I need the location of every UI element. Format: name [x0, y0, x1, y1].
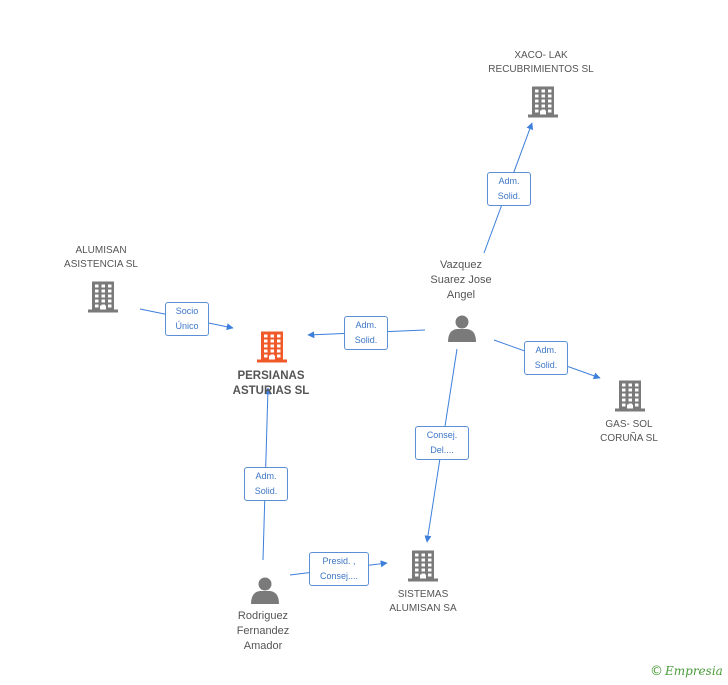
node-label-sistemas[interactable]: SISTEMAS ALUMISAN SA [389, 589, 457, 614]
edge-label-line: Adm. [355, 320, 377, 330]
edge-label-line: Presid. , [322, 556, 356, 566]
building-icon [257, 331, 287, 363]
edge-label-vazquez-to-sistemas[interactable]: Consej. Del.... [415, 426, 469, 460]
node-label-persianas[interactable]: PERSIANAS ASTURIAS SL [232, 370, 310, 397]
edge-label-line: Adm. [498, 176, 520, 186]
node-label-alumisan_asist[interactable]: ALUMISAN ASISTENCIA SL [64, 245, 138, 270]
edge-label-vazquez-to-gassol[interactable]: Adm. Solid. [524, 341, 568, 375]
node-label-vazquez[interactable]: Vazquez Suarez Jose Angel [430, 259, 492, 301]
building-icon [408, 550, 438, 582]
edge-label-line: Solid. [254, 486, 278, 496]
edge-label-line: Único [175, 321, 199, 331]
person-icon [448, 315, 476, 342]
edge-label-line: Consej. [426, 430, 458, 440]
node-label-gassol[interactable]: GAS- SOL CORUÑA SL [600, 419, 658, 444]
edge-label-line: Adm. [535, 345, 557, 355]
building-icon [528, 86, 558, 118]
edge-label-line: Solid. [534, 360, 558, 370]
edge-label-line: Solid. [497, 191, 521, 201]
edge-label-line: Consej.... [319, 571, 359, 581]
empresia-logo[interactable]: ©Empresia [650, 664, 723, 679]
copyright-symbol: © [650, 664, 663, 679]
edge-label-line: Solid. [354, 335, 378, 345]
building-icon [88, 281, 118, 313]
edge-label-line: Socio [175, 306, 199, 316]
building-icon [615, 380, 645, 412]
edge-label-vazquez-to-persianas[interactable]: Adm. Solid. [344, 316, 388, 350]
edge-label-vazquez-to-xaco[interactable]: Adm. Solid. [487, 172, 531, 206]
node-label-rodriguez[interactable]: Rodriguez Fernandez Amador [236, 610, 290, 652]
edge-label-line: Adm. [255, 471, 277, 481]
edge-label-rodriguez-to-sistemas[interactable]: Presid. , Consej.... [309, 552, 369, 586]
edge-label-rodriguez-to-persianas[interactable]: Adm. Solid. [244, 467, 288, 501]
node-label-xaco[interactable]: XACO- LAK RECUBRIMIENTOS SL [488, 50, 594, 75]
person-icon [251, 577, 279, 604]
icons-layer [88, 86, 645, 604]
brand-name: Empresia [665, 664, 723, 678]
edge-label-line: Del.... [430, 445, 454, 455]
